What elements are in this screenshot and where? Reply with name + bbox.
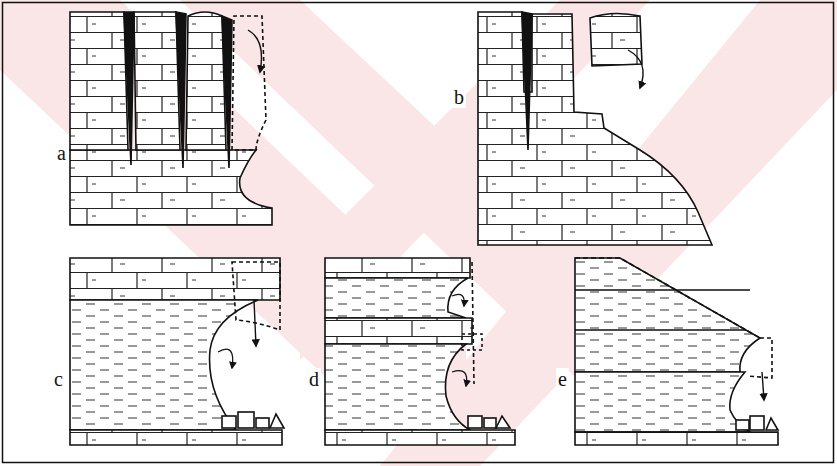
panel-b: [478, 12, 712, 245]
panel-e: [575, 258, 778, 445]
panel-a: [70, 12, 272, 225]
panel-letter: a: [55, 142, 68, 164]
panel-c: [70, 258, 284, 445]
panel-letter: b: [452, 86, 466, 108]
panel-letter: d: [307, 368, 321, 390]
panel-letter: e: [556, 368, 569, 390]
panel-letter: c: [52, 368, 65, 390]
panel-d: [325, 258, 515, 445]
